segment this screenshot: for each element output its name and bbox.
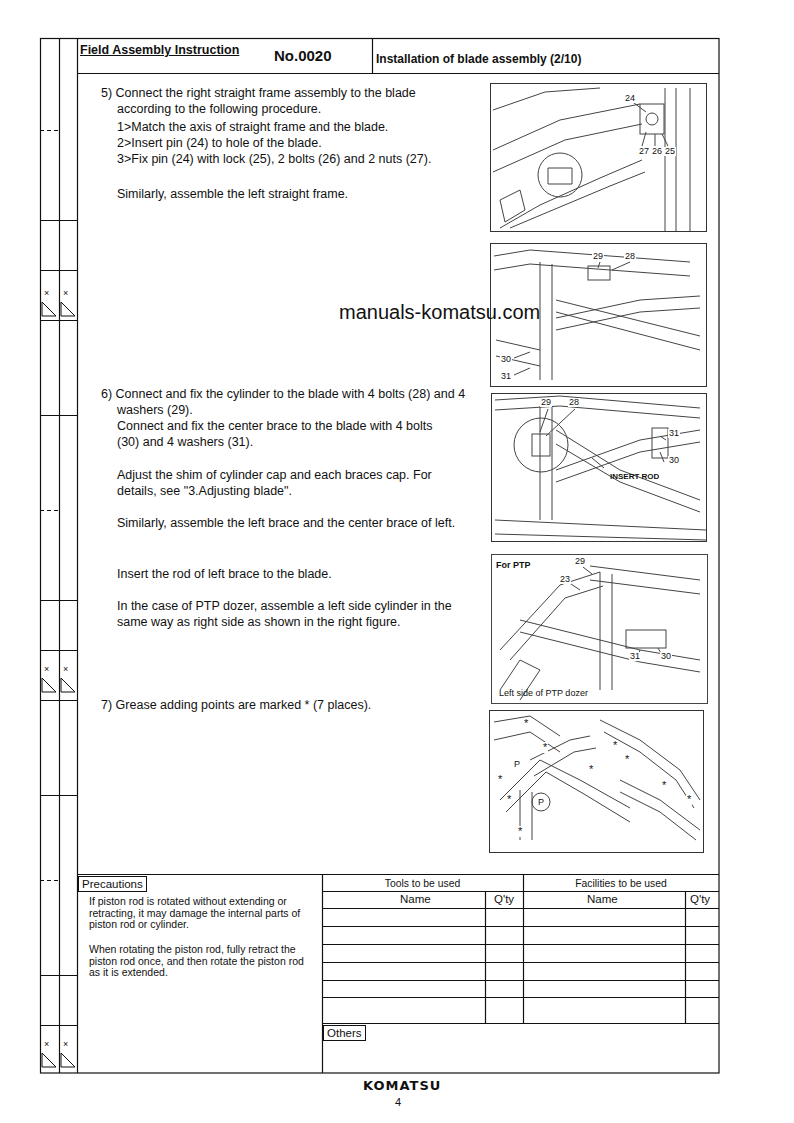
grease-mark: * [506, 794, 512, 805]
precautions-box: Precautions If piston rod is rotated with… [77, 874, 322, 1073]
callout-number: P [537, 798, 545, 807]
callout-number: 31 [500, 372, 512, 381]
straight-frame-figure [493, 88, 690, 231]
node-text: Left side of PTP dozer [499, 685, 588, 701]
table-header: Name [587, 894, 618, 906]
grease-mark: * [686, 794, 692, 805]
revision-mark: × [44, 665, 49, 674]
node-text: 6) Connect and fix the cylinder to the b… [101, 386, 481, 418]
callout-number: 24 [624, 94, 636, 103]
node-text: Connect and fix the center brace to the … [117, 418, 457, 450]
callout-number: 30 [500, 355, 512, 364]
callout-number: 25 [664, 147, 676, 156]
node-text: For PTP [496, 557, 531, 573]
figure-box: INSERT ROD [491, 393, 707, 542]
grease-mark: * [661, 780, 667, 791]
callout-number: 29 [574, 557, 586, 566]
node-text: Others [323, 1025, 366, 1041]
node-text: Similarly, assemble the left brace and t… [117, 515, 457, 531]
node-text: If piston rod is rotated without extendi… [89, 896, 311, 931]
table-header: Q'ty [690, 894, 710, 906]
others-box: Others [322, 1023, 719, 1073]
node-text: 5) Connect the right straight frame asse… [101, 85, 471, 117]
callout-number: 26 [651, 147, 663, 156]
revision-triangles [42, 302, 75, 1067]
callout-number: 30 [660, 652, 672, 661]
revision-mark: × [63, 665, 68, 674]
node-text: Adjust the shim of cylinder cap and each… [117, 467, 462, 499]
grease-mark: * [612, 740, 618, 751]
callout-number: 29 [592, 252, 604, 261]
revision-mark: × [44, 1040, 49, 1049]
callout-number: 31 [668, 429, 680, 438]
revision-mark: × [63, 1040, 68, 1049]
facilities-table: Facilities to be used [523, 874, 719, 1023]
node-text: Installation of blade assembly (2/10) [376, 51, 581, 67]
margin-dashes [40, 131, 59, 881]
center-brace-figure [495, 396, 706, 540]
instruction-body: 5) Connect the right straight frame asse… [77, 73, 719, 874]
callout-number: P [513, 760, 521, 769]
node-text: When rotating the piston rod, fully retr… [89, 944, 311, 979]
node-text: In the case of PTP dozer, assemble a lef… [117, 598, 465, 630]
table-header: Q'ty [494, 894, 514, 906]
node-text: Tools to be used [322, 876, 523, 892]
node-text: Precautions [78, 876, 147, 892]
callout-number: 30 [668, 456, 680, 465]
header-cell: Field Assembly Instruction No.0020 [77, 38, 372, 73]
page-number: 4 [395, 1097, 401, 1108]
callout-number: 23 [559, 575, 571, 584]
node-text: INSERT ROD [610, 469, 659, 485]
grease-mark: * [542, 742, 548, 753]
node-text: No.0020 [274, 48, 332, 64]
grease-mark: * [497, 774, 503, 785]
figure-box: For PTP Left side of PTP dozer [491, 554, 707, 703]
node-text: 7) Grease adding points are marked * (7 … [101, 697, 371, 713]
revision-mark: × [44, 289, 49, 298]
grease-mark: * [588, 764, 594, 775]
grease-mark: * [517, 826, 523, 837]
node-text: Facilities to be used [523, 876, 719, 892]
node-text: 2>Insert pin (24) to hole of the blade. [117, 135, 322, 151]
node-text: Insert the rod of left brace to the blad… [117, 566, 332, 582]
revision-mark: × [63, 289, 68, 298]
node-text: Field Assembly Instruction [80, 42, 239, 58]
callout-number: 28 [568, 398, 580, 407]
watermark: manuals-komatsu.com [339, 302, 540, 322]
grease-points-figure [494, 716, 700, 840]
callout-number: 31 [629, 652, 641, 661]
grease-mark: * [523, 718, 529, 729]
header-cell: Installation of blade assembly (2/10) [372, 38, 719, 73]
grease-mark: * [624, 754, 630, 765]
table-header: Name [400, 894, 431, 906]
node-text: 1>Match the axis of straight frame and t… [117, 119, 388, 135]
callout-number: 27 [638, 147, 650, 156]
ptp-dozer-figure [492, 555, 708, 704]
node-text: Similarly, assemble the left straight fr… [117, 186, 348, 202]
callout-number: 28 [624, 252, 636, 261]
brand-logo: KOMATSU [363, 1079, 441, 1092]
callout-number: 29 [540, 398, 552, 407]
figure-frames [490, 84, 707, 853]
node-text: 3>Fix pin (24) with lock (25), 2 bolts (… [117, 151, 431, 167]
form-frame [40, 38, 719, 1073]
